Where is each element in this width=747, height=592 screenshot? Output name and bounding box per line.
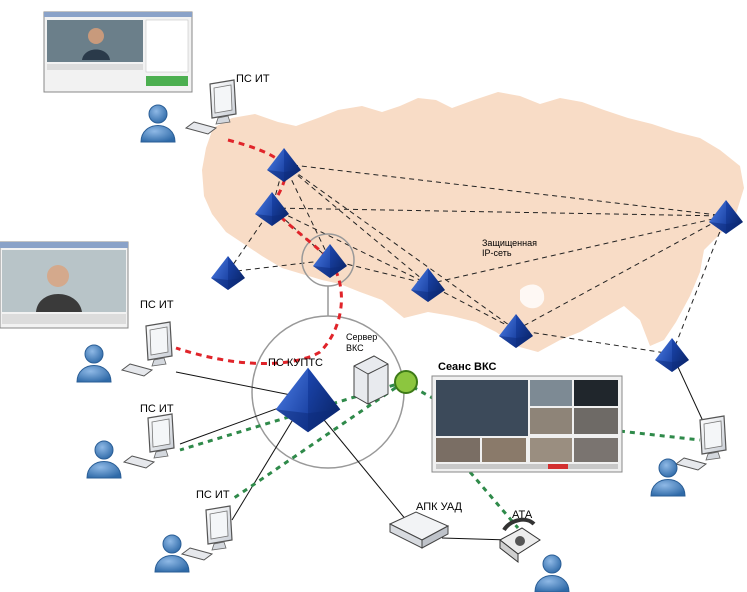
video-window-left xyxy=(0,241,129,329)
label-ps-it-top: ПС ИТ xyxy=(236,73,270,85)
label-apk-uad: АПК УАД xyxy=(416,501,463,513)
green-video-links xyxy=(179,380,701,529)
video-window-top xyxy=(43,11,193,93)
label-ps-kupts: ПС КУПТС xyxy=(268,357,323,369)
label-network-line2: IP-сеть xyxy=(482,248,512,258)
label-ps-it-mid: ПС ИТ xyxy=(140,403,174,415)
map-lake xyxy=(520,284,545,309)
secure-ip-links xyxy=(227,163,727,355)
user-left xyxy=(76,321,173,383)
user-mid xyxy=(86,413,175,479)
telephone-icon xyxy=(499,517,541,564)
label-ata: АТА xyxy=(512,509,533,521)
server-icon xyxy=(353,355,389,405)
label-server-line2: ВКС xyxy=(346,343,364,353)
server-status-dot xyxy=(394,370,418,394)
label-vks-session: Сеанс ВКС xyxy=(438,361,497,373)
label-ps-it-bottom: ПС ИТ xyxy=(196,489,230,501)
russia-map xyxy=(202,92,744,352)
ps-kupts-node xyxy=(275,367,341,433)
user-right xyxy=(650,415,727,497)
node-south-west xyxy=(211,256,245,290)
user-ata xyxy=(534,554,570,592)
node-far-east-south xyxy=(655,338,689,372)
user-bottom xyxy=(154,505,233,573)
label-server-line1: Сервер xyxy=(346,332,377,342)
map-island xyxy=(699,178,710,197)
router-box-icon xyxy=(388,511,450,549)
label-ps-it-left: ПС ИТ xyxy=(140,299,174,311)
label-network-line1: Защищенная xyxy=(482,238,537,248)
video-window-session xyxy=(431,375,623,473)
